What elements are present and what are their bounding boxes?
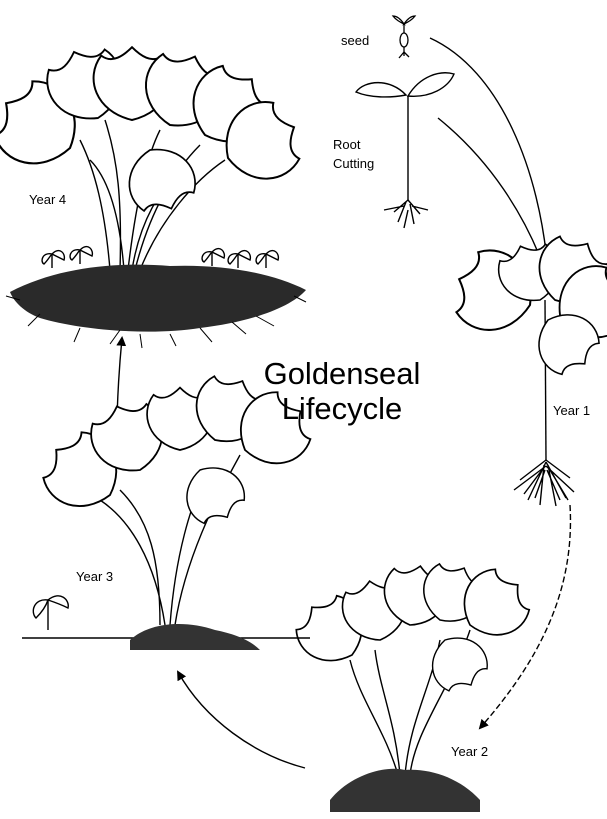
- root-cutting-illustration: [356, 73, 454, 228]
- seed-illustration: [393, 16, 415, 58]
- year2-illustration: [287, 555, 539, 812]
- year1-illustration: [446, 227, 607, 506]
- seed-label: seed: [341, 34, 369, 47]
- root-cutting-label-line1: Root: [333, 138, 360, 151]
- year4-label: Year 4: [29, 193, 66, 206]
- title-line-1: Goldenseal: [232, 356, 452, 391]
- year2-label: Year 2: [451, 745, 488, 758]
- arrow-cutting-to-year1: [438, 118, 545, 270]
- year1-label: Year 1: [553, 404, 590, 417]
- root-cutting-label-line2: Cutting: [333, 157, 374, 170]
- year3-label: Year 3: [76, 570, 113, 583]
- title-line-2: Lifecycle: [232, 391, 452, 426]
- diagram-title: Goldenseal Lifecycle: [232, 356, 452, 426]
- arrow-year2-to-year3: [178, 672, 305, 768]
